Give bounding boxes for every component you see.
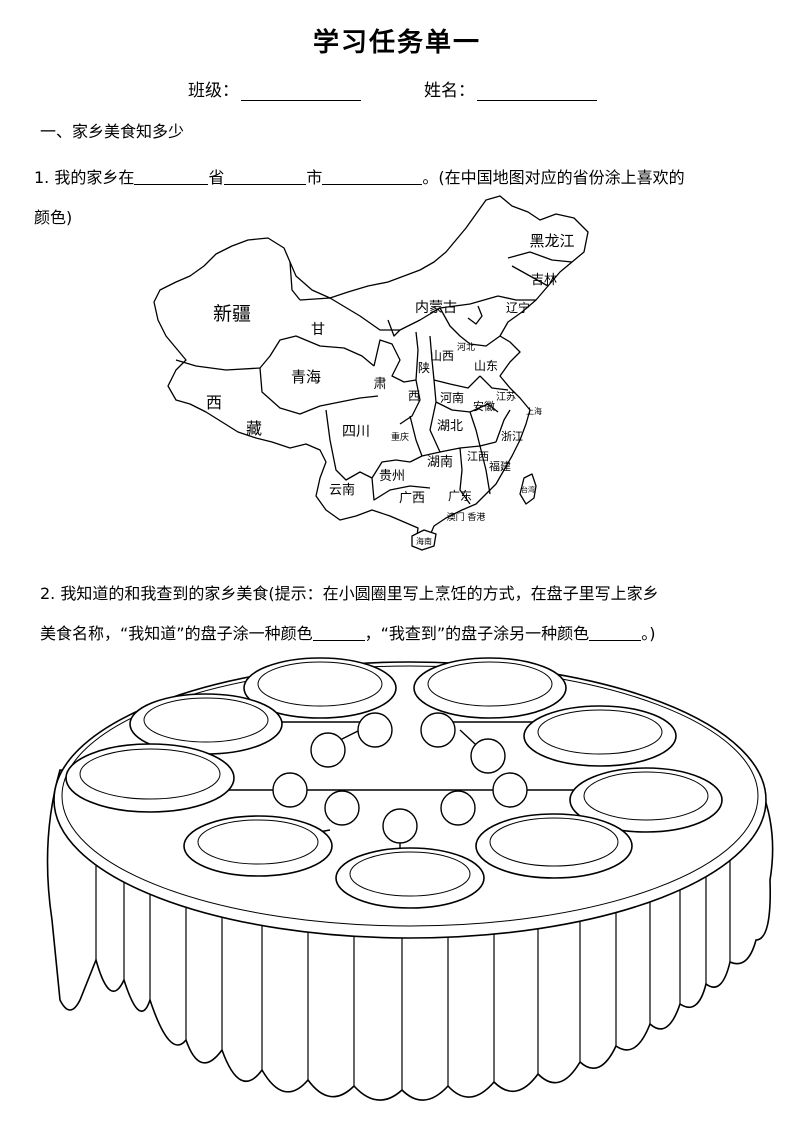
label-shanghai: 上海 — [526, 406, 542, 416]
city-blank[interactable] — [224, 166, 307, 185]
plate-1[interactable] — [243, 657, 397, 719]
q1-city-label: 市 — [306, 168, 323, 187]
page-title: 学习任务单一 — [312, 28, 481, 58]
found-color-blank[interactable] — [589, 624, 642, 641]
label-shandong: 山东 — [474, 359, 498, 373]
label-gan: 甘 — [311, 322, 325, 338]
label-qinghai: 青海 — [291, 368, 321, 386]
cooking-circle-7[interactable] — [324, 790, 360, 826]
label-zhejiang: 浙江 — [501, 430, 523, 443]
q2-line-2c: 。) — [641, 624, 656, 643]
label-jiangxi: 江西 — [467, 450, 489, 463]
name-label: 姓名： — [424, 81, 475, 101]
hainan-island — [411, 529, 437, 551]
name-blank[interactable] — [477, 82, 597, 101]
label-hebei: 河北 — [457, 341, 475, 353]
label-guangxi: 广西 — [399, 491, 425, 506]
label-hainan: 海南 — [416, 536, 432, 546]
tablecloth-folds — [95, 816, 731, 1090]
q1-suffix-1: 。(在中国地图对应的省份涂上喜欢的 — [422, 168, 685, 187]
label-macau-hk: 澳门 香港 — [447, 511, 486, 523]
q2-line-1: 2. 我知道的和我查到的家乡美食(提示：在小圆圈里写上烹饪的方式，在盘子里写上家… — [40, 584, 659, 603]
class-field: 班级： — [188, 76, 361, 101]
plate-5[interactable] — [65, 743, 235, 813]
question-2: 2. 我知道的和我查到的家乡美食(提示：在小圆圈里写上烹饪的方式，在盘子里写上家… — [40, 574, 780, 654]
district-blank[interactable] — [322, 166, 423, 185]
label-hubei: 湖北 — [437, 419, 463, 434]
label-guangdong: 广东 — [448, 489, 472, 503]
label-shaanxi-1: 陕 — [418, 360, 430, 375]
label-heilongjiang: 黑龙江 — [529, 232, 574, 250]
taiwan-island — [519, 473, 537, 505]
cooking-circle-9[interactable] — [382, 808, 418, 844]
label-jilin: 吉林 — [531, 273, 557, 288]
label-sichuan: 四川 — [342, 424, 370, 440]
section-heading: 一、家乡美食知多少 — [40, 122, 185, 141]
class-label: 班级： — [188, 81, 239, 101]
label-taiwan: 台湾 — [521, 485, 535, 494]
label-liaoning: 辽宁 — [506, 300, 530, 315]
q1-prefix: 1. 我的家乡在 — [34, 168, 135, 187]
label-shaanxi-2: 西 — [408, 389, 420, 403]
cooking-circle-6[interactable] — [492, 772, 528, 808]
cooking-circle-2[interactable] — [420, 712, 456, 748]
class-blank[interactable] — [241, 82, 361, 101]
label-jiangsu: 江苏 — [496, 390, 516, 403]
label-henan: 河南 — [440, 390, 464, 405]
plate-4[interactable] — [523, 705, 677, 767]
q2-line-2a: 美食名称，“我知道”的盘子涂一种颜色 — [40, 624, 313, 643]
plate-6[interactable] — [569, 767, 723, 833]
label-hunan: 湖南 — [427, 454, 453, 470]
label-neimenggu: 内蒙古 — [415, 300, 457, 316]
label-xizang-1: 西 — [206, 393, 222, 412]
map-boundaries — [175, 251, 573, 505]
plate-2[interactable] — [413, 657, 567, 719]
plate-8[interactable] — [475, 813, 633, 879]
q1-suffix-2: 颜色) — [34, 208, 73, 227]
label-chongqing: 重庆 — [391, 431, 409, 443]
question-1: 1. 我的家乡在 省 市 。(在中国地图对应的省份涂上喜欢的 颜色) — [34, 158, 764, 238]
known-color-blank[interactable] — [312, 624, 365, 641]
plate-7[interactable] — [183, 815, 333, 877]
label-anhui: 安徽 — [473, 399, 495, 413]
cooking-circle-5[interactable] — [272, 772, 308, 808]
label-fujian: 福建 — [489, 459, 511, 473]
cooking-circle-4[interactable] — [470, 738, 506, 774]
plate-9[interactable] — [335, 847, 485, 909]
label-su: 肃 — [373, 377, 386, 392]
cooking-circle-1[interactable] — [357, 712, 393, 748]
q1-province-label: 省 — [208, 168, 225, 187]
name-field: 姓名： — [424, 76, 597, 101]
label-shanxi: 山西 — [430, 349, 454, 363]
label-xizang-2: 藏 — [246, 419, 262, 438]
map-outline — [153, 195, 589, 545]
plate-3[interactable] — [129, 693, 283, 755]
cooking-circle-3[interactable] — [310, 732, 346, 768]
q2-line-2b: ，“我查到”的盘子涂另一种颜色 — [364, 624, 590, 643]
label-guizhou: 贵州 — [379, 469, 405, 484]
province-blank[interactable] — [134, 166, 209, 185]
label-xinjiang: 新疆 — [213, 303, 251, 325]
label-yunnan: 云南 — [329, 482, 355, 498]
cooking-circle-8[interactable] — [440, 790, 476, 826]
